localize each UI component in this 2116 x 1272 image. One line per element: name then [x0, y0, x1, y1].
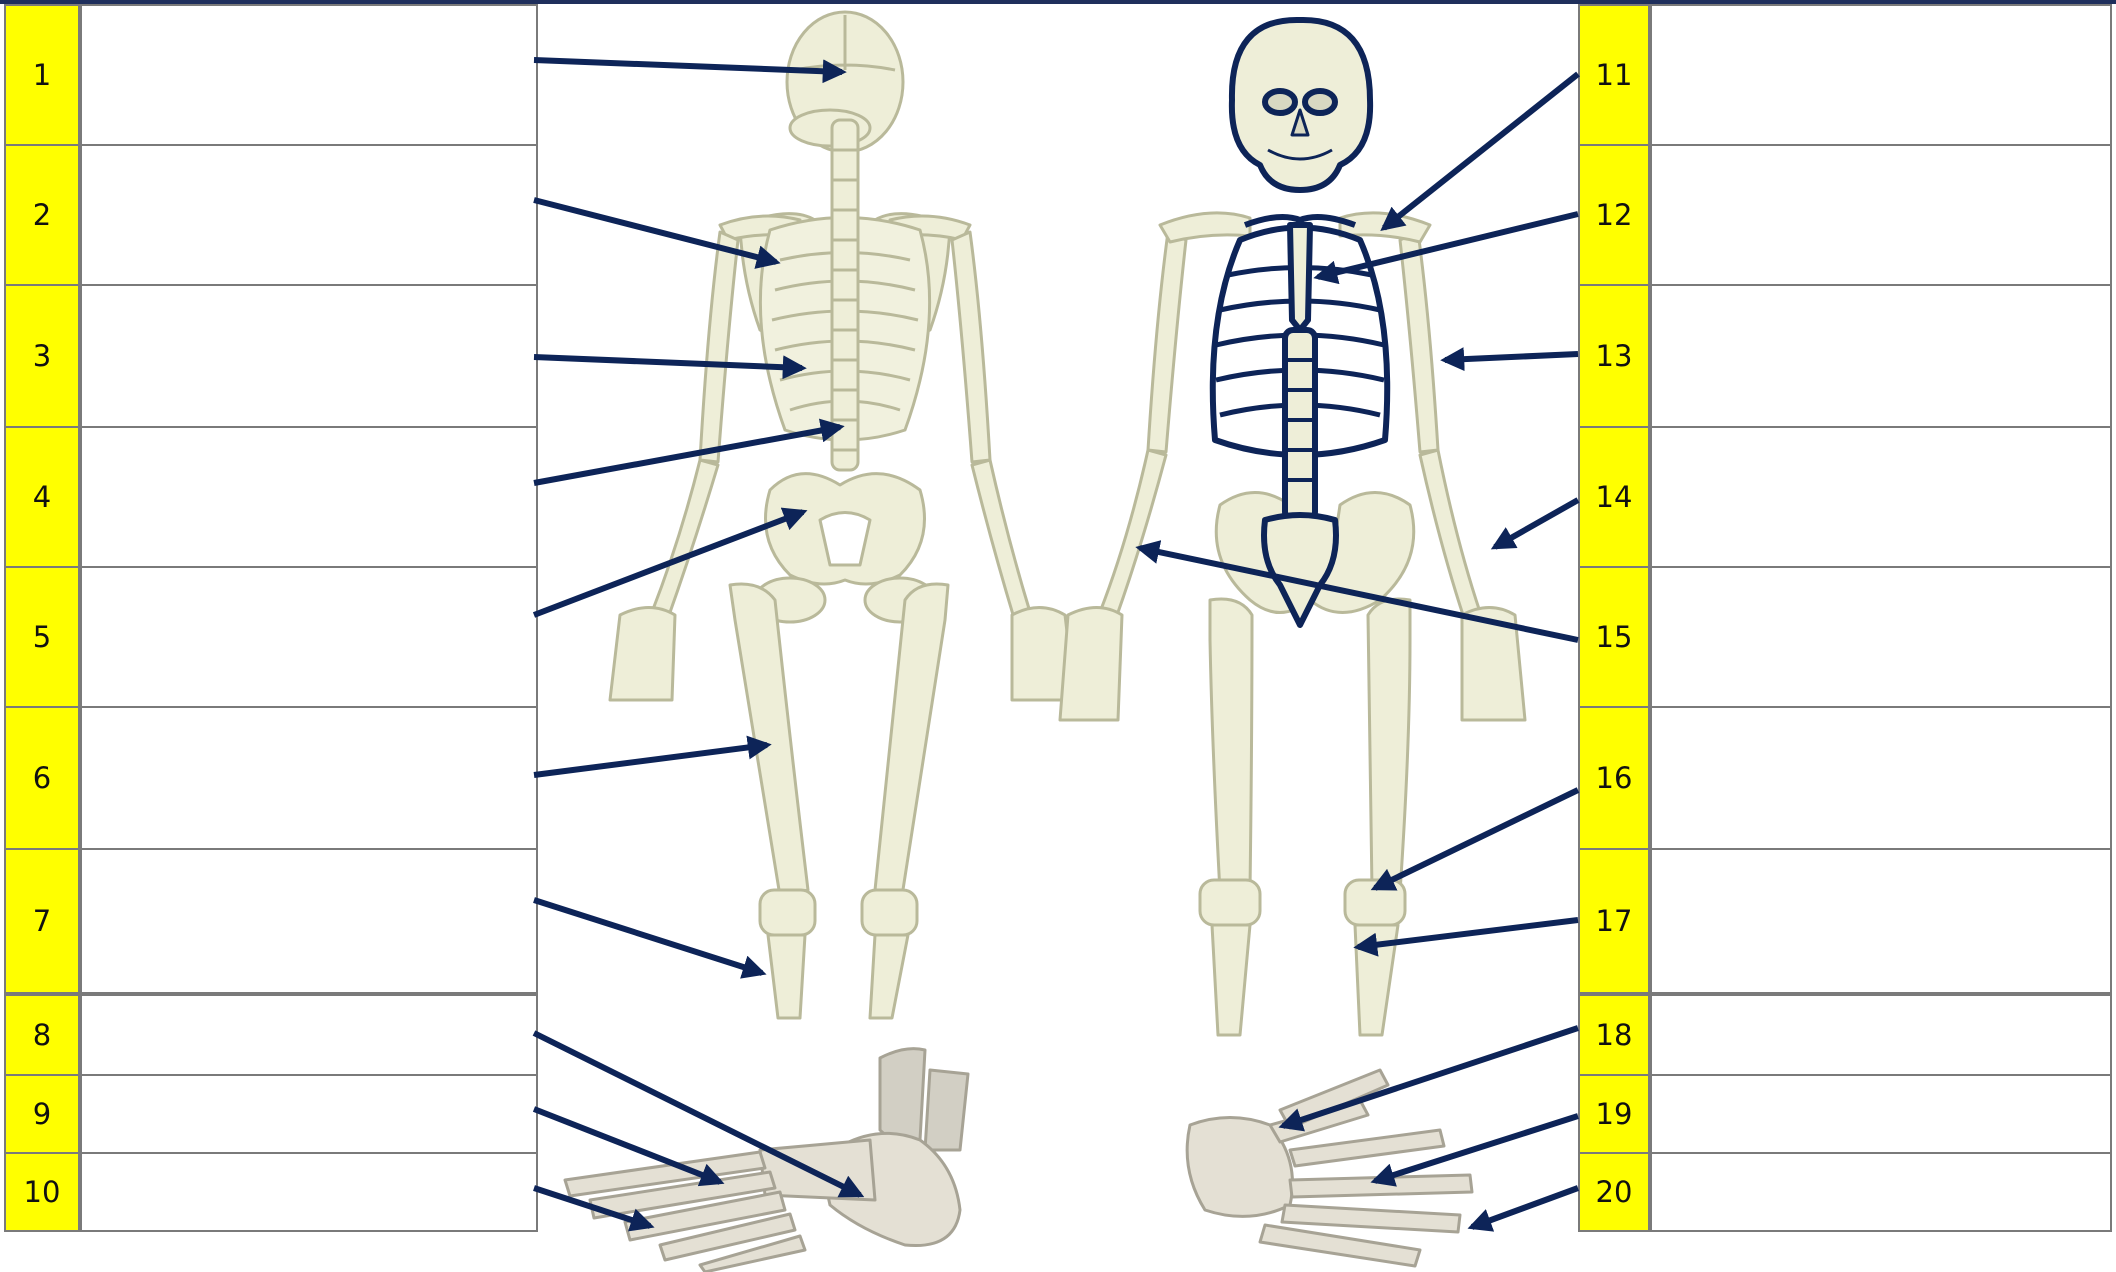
arrow-13-icon [1445, 354, 1578, 360]
arrow-18-icon [1283, 1028, 1578, 1126]
arrow-6-icon [534, 745, 767, 775]
arrow-14-icon [1495, 500, 1578, 547]
hand-bones-icon [1187, 1070, 1472, 1266]
arrow-3-icon [534, 357, 802, 368]
arrow-11-icon [1384, 74, 1578, 228]
arrow-7-icon [534, 900, 762, 973]
arrow-20-icon [1472, 1188, 1578, 1227]
foot-bones-icon [565, 1049, 968, 1272]
back-skeleton-icon [610, 12, 1075, 1018]
